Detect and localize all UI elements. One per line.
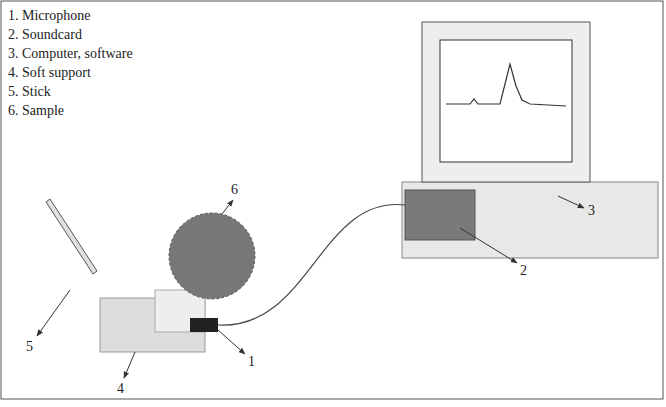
callout-number: 1: [248, 354, 255, 370]
legend-item: 1. Microphone: [8, 8, 90, 24]
legend-item: 4. Soft support: [8, 65, 91, 81]
leader-line: [222, 200, 233, 214]
leader-line: [124, 352, 135, 378]
monitor: [422, 22, 590, 182]
legend-item: 3. Computer, software: [8, 46, 133, 62]
microphone: [190, 318, 218, 332]
callout-number: 5: [26, 339, 33, 355]
leader-line: [558, 196, 584, 208]
frame: [1, 1, 663, 399]
legend-item: 6. Sample: [8, 103, 64, 119]
leader-line: [37, 290, 70, 336]
waveform: [446, 64, 566, 106]
soundcard: [405, 190, 475, 240]
stick: [46, 199, 97, 274]
callout-number: 2: [520, 263, 527, 279]
screen: [440, 40, 572, 162]
callout-number: 6: [231, 182, 238, 198]
sample-ball: [169, 213, 255, 299]
legend-item: 2. Soundcard: [8, 27, 82, 43]
callout-number: 4: [117, 381, 124, 397]
legend-item: 5. Stick: [8, 84, 51, 100]
leader-line: [460, 228, 517, 263]
computer-case: [402, 182, 658, 258]
leader-line: [218, 330, 245, 354]
callout-number: 3: [588, 203, 595, 219]
